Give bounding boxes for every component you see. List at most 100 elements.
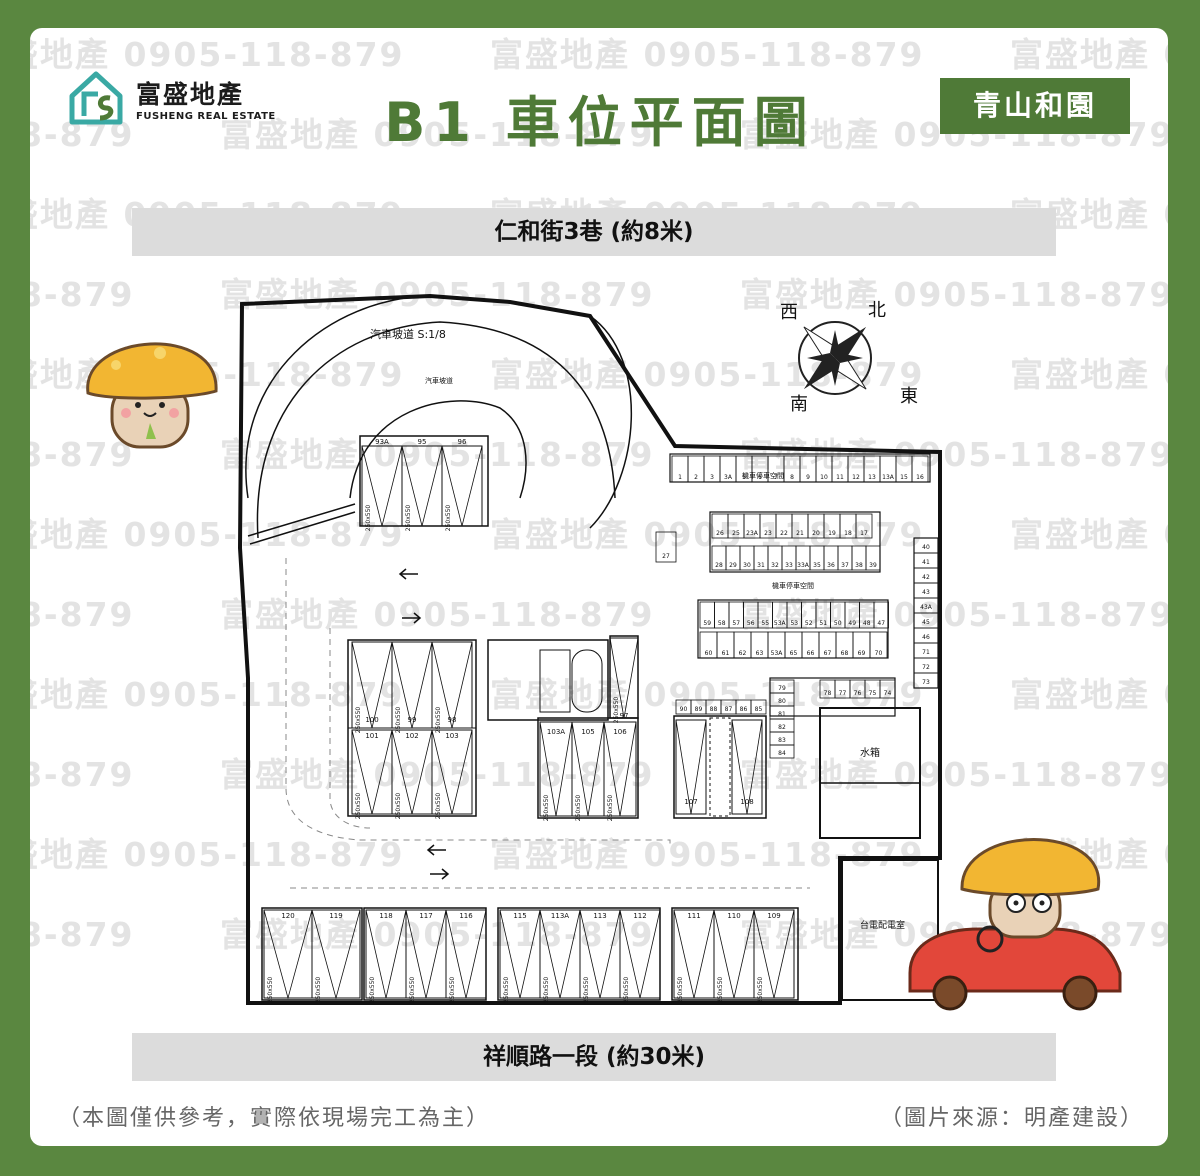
street-top: 仁和街3巷 (約8米) (132, 208, 1056, 256)
watermark-text: 富盛地產 0905-118-879 (740, 755, 1168, 794)
parking-stall-number: 110 (727, 912, 740, 920)
watermark-text: 富盛地產 0905-118-879 (1010, 675, 1168, 714)
compass-south: 南 (790, 394, 808, 415)
moto-stall-number: 51 (819, 620, 827, 627)
parking-stall-mark (263, 909, 313, 1000)
parking-stall-number: 109 (767, 912, 780, 920)
parking-stall-mark (351, 729, 393, 815)
parking-stall-number: 93A (375, 438, 389, 446)
parking-stall-number: 105 (581, 728, 594, 736)
moto-stall-number: 72 (922, 664, 930, 671)
mushroom-car-mascot-icon (908, 838, 1122, 1011)
parking-stall-size: 250x550 (405, 505, 412, 532)
moto-stall-number: 45 (922, 619, 930, 626)
moto-stall (911, 455, 929, 483)
parking-stall-number: 107 (684, 798, 697, 806)
parking-stall-mark (539, 721, 573, 817)
parking-stall-number: 117 (419, 912, 432, 920)
moto-stall-number: 47 (877, 620, 885, 627)
parking-stall-number: 99 (408, 716, 417, 724)
brand-name-en: FUSHENG REAL ESTATE (136, 110, 276, 122)
moto-stall-number: 42 (922, 574, 930, 581)
parking-stall-number: 112 (633, 912, 646, 920)
moto-stall (913, 672, 939, 689)
moto-stall-number: 29 (729, 562, 737, 569)
moto-stall-number: 3A (724, 474, 733, 481)
watermark-text: 富盛地產 0905-118-879 (220, 595, 655, 634)
watermark-text: 富盛地產 0905-118-879 (740, 595, 1168, 634)
parking-stall-mark (571, 721, 605, 817)
moto-stall-number: 80 (778, 698, 786, 705)
moto-stall-number: 22 (780, 530, 788, 537)
moto-stall-number: 61 (722, 650, 730, 657)
moto-stall-number: 40 (922, 544, 930, 551)
parking-stall-mark (675, 719, 707, 815)
poster-card: 富盛地產 0905-118-879 富盛地產 0905-118-879 富盛地產 0… (30, 28, 1168, 1146)
parking-stall-size: 250x550 (355, 707, 362, 734)
watermark-text: 富盛地產 0905-118-879 (30, 515, 405, 554)
parking-stall-mark (753, 909, 795, 999)
moto-stall-number: 43 (922, 589, 930, 596)
parking-stall-size: 250x550 (717, 977, 724, 1004)
moto-stall-number: 48 (863, 620, 871, 627)
moto-stall-number: 13 (868, 474, 876, 481)
moto-stall (869, 631, 888, 659)
moto-stall-number: 13A (882, 474, 895, 481)
watermark-text: 富盛地產 0905-118-879 (1010, 355, 1168, 394)
ramp-label: 汽車坡道 S:1/8 (370, 327, 446, 341)
moto-stall-number: 16 (916, 474, 924, 481)
parking-stall-number: 103A (547, 728, 565, 736)
moto-stall-number: 73 (922, 679, 930, 686)
watermark-text: 富盛地產 0905-118-879 (30, 675, 405, 714)
watermark-text: 富盛地產 0905-118-879 (490, 35, 925, 74)
parking-stall-size: 250x550 (369, 977, 376, 1004)
moto-stall (873, 601, 889, 629)
parking-stall-number: 106 (613, 728, 627, 736)
parking-stall-size: 250x550 (365, 505, 372, 532)
watermark-text: 富盛地產 0905-118-879 (30, 35, 405, 74)
parking-stall-mark (365, 909, 407, 999)
watermark-text: 富盛地產 0905-118-879 (1010, 35, 1168, 74)
moto-stall-number: 69 (858, 650, 866, 657)
moto-stall-number: 58 (718, 620, 726, 627)
moto-stall-number: 12 (852, 474, 860, 481)
moto-stall (879, 679, 896, 699)
watermark-text: 富盛地產 0905-118-879 (740, 275, 1168, 314)
parking-stall-size: 250x550 (395, 707, 402, 734)
parking-stall-mark (499, 909, 541, 999)
parking-stall-size: 250x550 (757, 977, 764, 1004)
moto-stall-number: 6 (758, 474, 762, 481)
moto-stall-number: 18 (844, 530, 852, 537)
parking-stall-size: 250x550 (543, 977, 550, 1004)
parking-stall-mark (713, 909, 755, 999)
parking-stall-number: 118 (379, 912, 392, 920)
moto-stall-number: 36 (827, 562, 835, 569)
moto-stall-number: 78 (824, 690, 832, 697)
compass-rose-icon (798, 321, 872, 395)
parking-stall-size: 250x550 (395, 793, 402, 820)
parking-stall-size: 250x550 (623, 977, 630, 1004)
compass-east: 東 (900, 386, 918, 407)
moto-stall-number: 86 (740, 706, 748, 713)
parking-stall-number: 115 (513, 912, 526, 920)
moto-stall-number: 1 (678, 474, 682, 481)
moto-stall-number: 71 (922, 649, 930, 656)
brand-logo: 富盛地產 FUSHENG REAL ESTATE (66, 68, 276, 128)
compass-west: 西 (780, 302, 798, 323)
moto-stall-number: 89 (695, 706, 703, 713)
parking-stall-number: 120 (281, 912, 294, 920)
parking-stall-size: 250x550 (315, 977, 322, 1004)
moto-stall (865, 545, 881, 571)
moto-stall-number: 83 (778, 737, 786, 744)
watermark-text: 富盛地產 0905-118-879 (30, 915, 135, 954)
moto-stall-number: 59 (703, 620, 711, 627)
project-badge: 青山和園 (940, 78, 1130, 134)
parking-stall-size: 250x550 (583, 977, 590, 1004)
moto-stall-number: 23 (764, 530, 772, 537)
moto-stall-number: 56 (747, 620, 755, 627)
parking-stall-size: 250x550 (409, 977, 416, 1004)
footnote-source: （圖片來源：明產建設） (879, 1106, 1144, 1131)
parking-stall-number: 98 (448, 716, 457, 724)
moto-stall-number: 79 (778, 685, 786, 692)
moto-stall-number: 70 (875, 650, 883, 657)
